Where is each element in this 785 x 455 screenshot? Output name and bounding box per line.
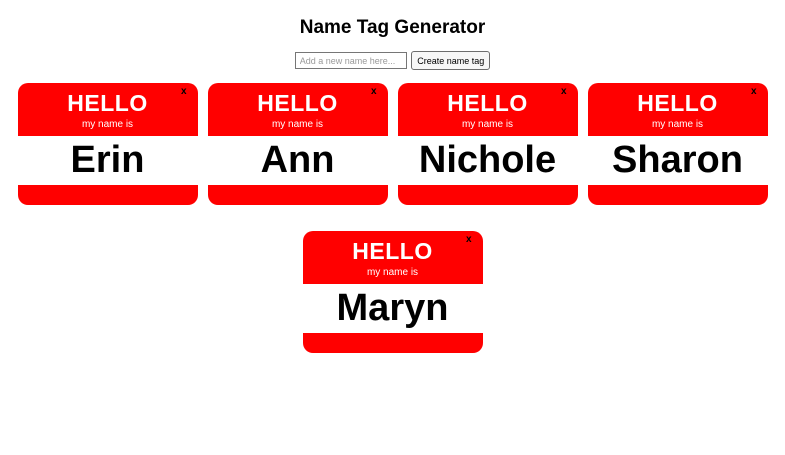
name-tag-footer [207,185,388,205]
tag-name-text: Erin [17,136,198,185]
name-input[interactable] [294,52,407,70]
hello-label: HELLO [67,90,148,116]
name-tag-footer [302,333,483,353]
name-tag: HELLO my name is x Maryn [302,231,483,353]
tag-name-text: Ann [207,136,388,185]
hello-label: HELLO [352,238,433,264]
close-icon[interactable]: x [180,86,187,97]
hello-label: HELLO [637,90,718,116]
name-tag: HELLO my name is x Erin [17,83,198,205]
name-tag: HELLO my name is x Sharon [587,83,768,205]
name-tag: HELLO my name is x Nichole [397,83,578,205]
my-name-is-label: my name is [461,119,514,130]
name-tag-footer [17,185,198,205]
close-icon[interactable]: x [465,234,472,245]
name-tag-footer [397,185,578,205]
my-name-is-label: my name is [366,267,419,278]
my-name-is-label: my name is [651,119,704,130]
name-tag-header: HELLO my name is x [207,83,388,136]
name-tag-header: HELLO my name is x [397,83,578,136]
my-name-is-label: my name is [81,119,134,130]
tag-name-text: Nichole [397,136,578,185]
close-icon[interactable]: x [560,86,567,97]
name-tag-header: HELLO my name is x [302,231,483,284]
hello-label: HELLO [447,90,528,116]
hello-label: HELLO [257,90,338,116]
create-form: Create name tag [0,51,785,71]
my-name-is-label: my name is [271,119,324,130]
tag-name-text: Maryn [302,284,483,333]
name-tag-footer [587,185,768,205]
close-icon[interactable]: x [370,86,377,97]
create-name-tag-button[interactable]: Create name tag [411,51,491,71]
name-tag-header: HELLO my name is x [587,83,768,136]
page-title: Name Tag Generator [299,17,486,38]
name-tags-container: HELLO my name is x Erin HELLO my name is… [0,70,785,366]
name-tag-header: HELLO my name is x [17,83,198,136]
tag-name-text: Sharon [587,136,768,185]
close-icon[interactable]: x [750,86,757,97]
name-tag: HELLO my name is x Ann [207,83,388,205]
